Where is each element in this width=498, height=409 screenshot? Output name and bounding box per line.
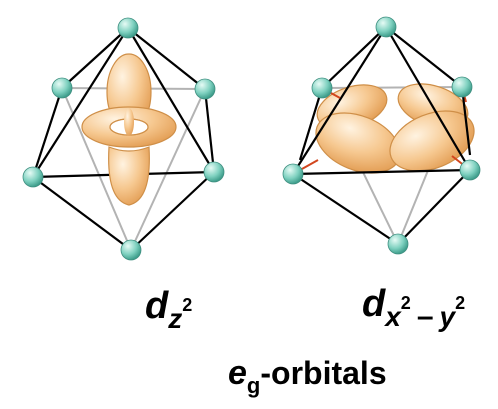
ligand-atom — [117, 17, 139, 39]
dx2y2-front-edges — [292, 26, 471, 245]
ligand-atom — [22, 166, 44, 188]
dz2-label: dz2 — [145, 285, 192, 334]
dx2y2-label: dx2–y2 — [362, 283, 465, 333]
dx2y2-orbital — [315, 83, 475, 174]
ligand-atom — [282, 163, 304, 185]
ligand-atom — [203, 161, 225, 183]
ligand-atom — [375, 16, 397, 38]
dz2-orbital — [81, 53, 177, 206]
eg-orbitals-caption: eg-orbitals — [228, 354, 387, 398]
ligand-atom — [194, 78, 216, 100]
ligand-atom — [311, 77, 333, 99]
ligand-atom — [120, 239, 142, 261]
dz2-lower-lobe — [108, 146, 150, 206]
ligand-atom — [387, 233, 409, 255]
dx2y2-ligands — [282, 16, 481, 255]
ligand-atom — [451, 76, 473, 98]
dz2-front-edges — [31, 27, 216, 251]
ligand-atom — [459, 159, 481, 181]
dx2y2-octahedron — [282, 16, 481, 255]
dz2-ligands — [22, 17, 225, 261]
dz2-octahedron — [22, 17, 225, 261]
ligand-atom — [51, 77, 73, 99]
